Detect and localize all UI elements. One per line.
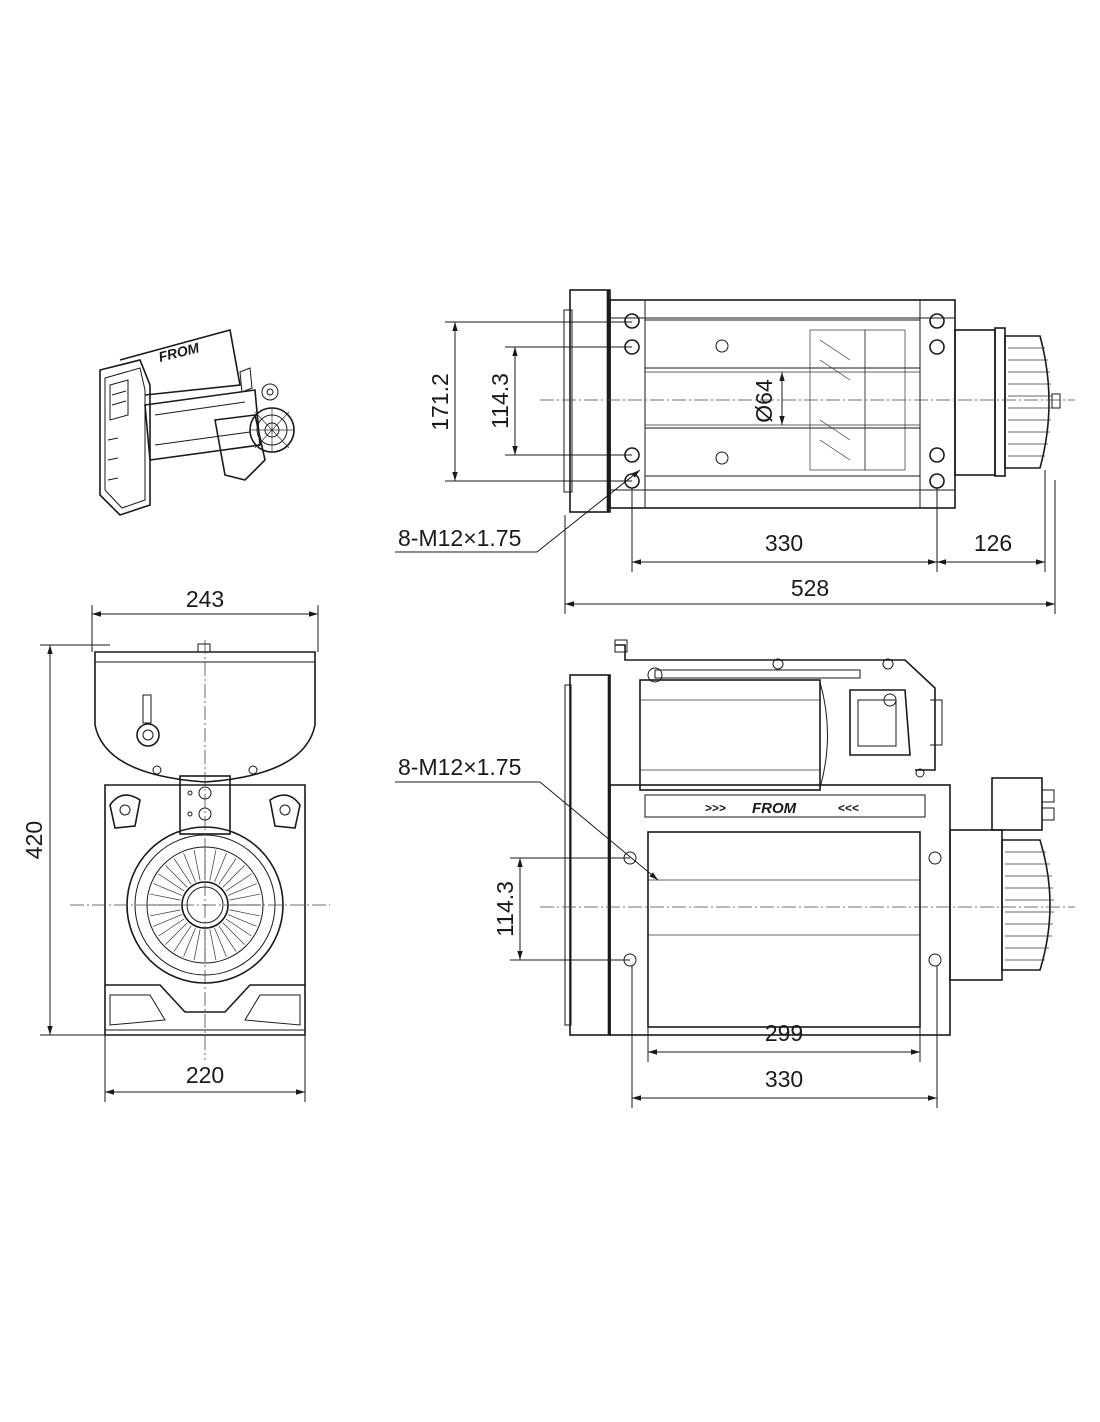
dim-243: 243 bbox=[186, 586, 224, 612]
fan-spoke bbox=[158, 918, 185, 937]
fan-spoke bbox=[173, 858, 192, 885]
side-view-dimensions: 8-M12×1.75 114.3 299 330 bbox=[395, 754, 938, 1108]
dim-126: 126 bbox=[974, 530, 1012, 556]
dim-diameter-64: Ø64 bbox=[751, 379, 777, 423]
svg-text:FROM: FROM bbox=[752, 800, 797, 817]
dim-114-3-side: 114.3 bbox=[492, 881, 518, 937]
bolt-spec-side: 8-M12×1.75 bbox=[398, 754, 521, 780]
fan-spoke bbox=[183, 927, 196, 957]
side-brand-logo: FROM bbox=[752, 800, 797, 817]
fan-spoke bbox=[214, 927, 227, 957]
dim-528: 528 bbox=[791, 575, 829, 601]
fan-spoke bbox=[225, 918, 252, 937]
fan-spoke bbox=[165, 865, 188, 888]
dim-299: 299 bbox=[765, 1020, 803, 1046]
fan-spoke bbox=[227, 914, 257, 927]
fan-spoke bbox=[193, 929, 201, 960]
fan-spoke bbox=[153, 914, 183, 927]
fan-spoke bbox=[222, 865, 245, 888]
fan-spoke bbox=[229, 893, 260, 901]
iso-brand-logo: FROM bbox=[157, 339, 201, 365]
fan-spoke bbox=[150, 893, 181, 901]
dim-220: 220 bbox=[186, 1062, 224, 1088]
dim-171-2: 171.2 bbox=[427, 373, 453, 431]
fan-spoke bbox=[227, 883, 257, 896]
fan-spoke bbox=[153, 883, 183, 896]
top-view bbox=[540, 289, 1075, 513]
fan-spoke bbox=[173, 925, 192, 952]
top-view-dimensions: 171.2 114.3 Ø64 8-M12×1.75 330 126 528 bbox=[395, 321, 1056, 614]
dim-114-3-top: 114.3 bbox=[487, 373, 513, 429]
front-view bbox=[70, 640, 330, 1060]
fan-spoke bbox=[225, 873, 252, 892]
svg-text:FROM: FROM bbox=[157, 339, 201, 365]
fan-spoke bbox=[218, 858, 237, 885]
svg-text:<<<: <<< bbox=[838, 801, 859, 815]
isometric-view: FROM bbox=[99, 328, 295, 516]
fan-spoke bbox=[222, 922, 245, 945]
fan-spoke bbox=[150, 909, 181, 917]
fan-spoke bbox=[209, 850, 217, 881]
fan-spoke bbox=[218, 925, 237, 952]
fan-spoke bbox=[209, 929, 217, 960]
dim-330-top: 330 bbox=[765, 530, 803, 556]
bolt-spec-top: 8-M12×1.75 bbox=[398, 525, 521, 551]
fan-spoke bbox=[193, 850, 201, 881]
fan-spoke bbox=[158, 873, 185, 892]
fan-spoke bbox=[229, 909, 260, 917]
fan-spoke bbox=[214, 853, 227, 883]
svg-text:>>>: >>> bbox=[705, 801, 726, 815]
fan-spoke bbox=[183, 853, 196, 883]
side-view: FROM >>> <<< bbox=[540, 639, 1075, 1036]
dim-420: 420 bbox=[21, 821, 47, 859]
fan-spoke bbox=[165, 922, 188, 945]
front-view-dimensions: 243 420 220 bbox=[21, 586, 319, 1102]
dim-330-side: 330 bbox=[765, 1066, 803, 1092]
